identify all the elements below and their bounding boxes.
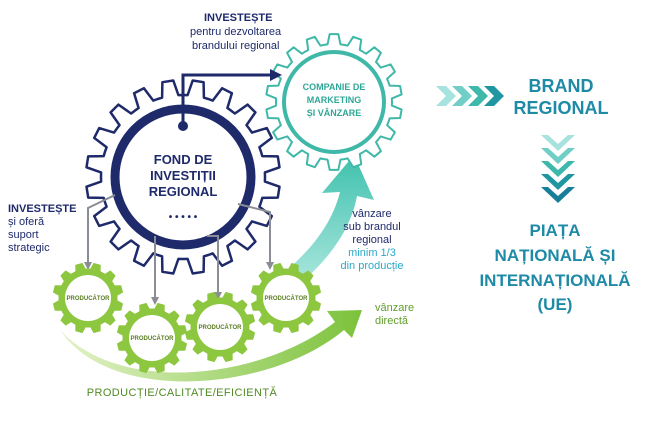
- company-gear: [265, 33, 403, 171]
- invest-support-line2: și oferă: [8, 216, 45, 228]
- chevrons-down: [541, 135, 575, 203]
- fund-title-line1: FOND DE: [154, 152, 213, 167]
- chevrons-right: [436, 86, 504, 106]
- market-line3: INTERNAȚIONALĂ: [479, 271, 630, 290]
- invest-brand-line1: INVESTEȘTE: [204, 12, 272, 24]
- sale-brand-line5: din producție: [341, 260, 404, 272]
- company-title-line2: MARKETING: [307, 95, 362, 105]
- producer-connectors: [87, 194, 271, 297]
- fund-title-line2: INVESTIȚII: [150, 168, 216, 183]
- market-line4: (UE): [538, 295, 573, 314]
- company-title-line1: COMPANIE DE: [303, 82, 366, 92]
- producer-gear-2: PRODUCĂTOR: [117, 303, 187, 373]
- producer-1-label: PRODUCĂTOR: [67, 295, 111, 302]
- invest-support-line4: strategic: [8, 242, 50, 254]
- invest-brand-connector: [181, 69, 282, 126]
- producer-gear-1: PRODUCĂTOR: [53, 263, 123, 333]
- production-caption: PRODUCȚIE/CALITATE/EFICIENȚĂ: [87, 386, 278, 399]
- producer-3-label: PRODUCĂTOR: [199, 324, 243, 331]
- fund-gear: [85, 79, 281, 275]
- brand-sale-arrow: [262, 155, 374, 300]
- fund-title-line3: REGIONAL: [149, 184, 218, 199]
- sale-brand-line3: regional: [352, 234, 391, 246]
- invest-support-line1: INVESTEȘTE: [8, 203, 76, 215]
- sale-brand-line2: sub brandul: [343, 221, 401, 233]
- invest-support-line3: suport: [8, 229, 39, 241]
- direct-sale-line1: vânzare: [375, 302, 414, 314]
- sale-brand-line1: vânzare: [352, 208, 391, 220]
- invest-brand-line2: pentru dezvoltarea: [190, 26, 282, 38]
- gear-hub: [65, 275, 111, 321]
- market-line1: PIAȚA: [530, 221, 581, 240]
- producer-2-label: PRODUCĂTOR: [131, 335, 175, 342]
- company-title-line3: ȘI VÂNZARE: [307, 107, 362, 118]
- market-line2: NAȚIONALĂ ȘI: [495, 246, 616, 265]
- gear-hub: [197, 304, 243, 350]
- brand-title-line1: BRAND: [529, 76, 594, 96]
- invest-brand-line3: brandului regional: [192, 40, 279, 52]
- producer-4-label: PRODUCĂTOR: [265, 295, 309, 302]
- producer-gear-3: PRODUCĂTOR: [185, 292, 255, 362]
- gear-hub: [263, 275, 309, 321]
- producer-connector-heads: [84, 262, 274, 305]
- gear-hub: [129, 315, 175, 361]
- direct-sale-arrow: [60, 310, 362, 382]
- sale-brand-line4: minim 1/3: [348, 247, 396, 259]
- brand-title-line2: REGIONAL: [513, 98, 608, 118]
- direct-sale-line2: directă: [375, 315, 409, 327]
- producer-gear-4: PRODUCĂTOR: [251, 263, 321, 333]
- fund-dots: • • • • •: [169, 212, 198, 223]
